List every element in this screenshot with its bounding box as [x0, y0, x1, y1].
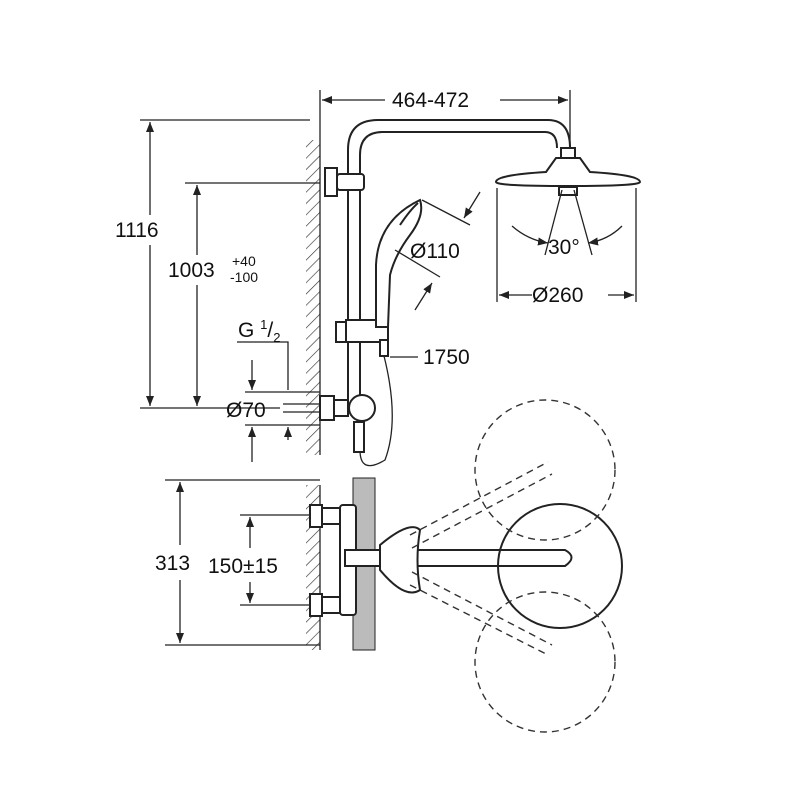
height-dimensions: [140, 119, 320, 462]
headshower-diameter-label: Ø260: [532, 284, 584, 307]
wall-top: [306, 90, 321, 455]
hose-length-label: 1750: [423, 346, 470, 369]
mixer-height-label: 313: [155, 552, 191, 575]
thread-numerator: 1: [260, 317, 268, 332]
plan-view: [165, 399, 623, 733]
headshower: [494, 147, 642, 302]
thread-prefix: G: [238, 319, 261, 342]
centres-label: 150±15: [208, 555, 278, 578]
total-height-label: 1116: [115, 219, 159, 242]
mixer-outlet: [283, 394, 376, 453]
flange-diameter-label: Ø70: [226, 399, 266, 422]
riser-pipe: [324, 119, 571, 400]
outlet-tolerance-minus: -100: [230, 269, 259, 285]
swivel-angle-value: 30: [548, 236, 572, 259]
handshower-diameter-label: Ø110: [410, 240, 460, 263]
thread-label: G 1/2: [238, 318, 280, 344]
thread-denominator: 2: [273, 330, 281, 346]
thread-slash: /: [267, 319, 274, 342]
arm-length-label: 464-472: [392, 89, 470, 112]
swivel-angle-label: 30°: [548, 237, 580, 258]
outlet-tolerance-plus: +40: [232, 253, 256, 269]
outlet-height-label: 1003: [168, 259, 215, 282]
swivel-angle-unit: °: [571, 236, 580, 259]
handshower: [359, 191, 481, 467]
